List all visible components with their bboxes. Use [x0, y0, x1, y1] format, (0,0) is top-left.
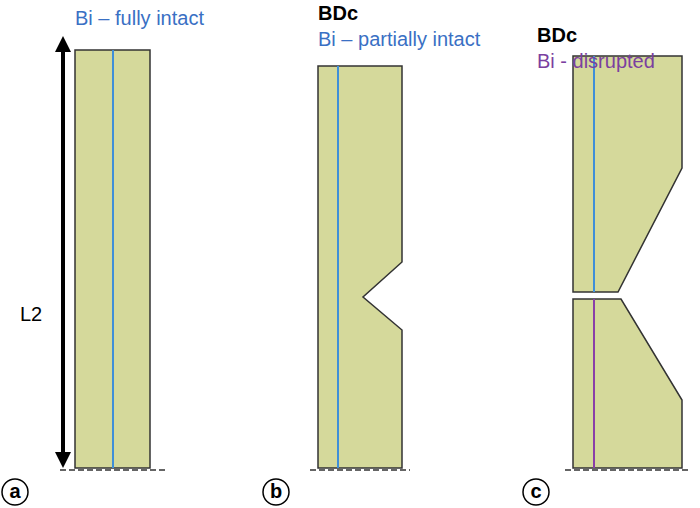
base-line	[565, 469, 690, 471]
bi-line	[112, 50, 114, 468]
group-label: BDc	[318, 2, 358, 24]
bi-line	[337, 66, 339, 468]
bi-line	[593, 56, 595, 292]
base-line	[60, 469, 165, 471]
base-line	[310, 469, 410, 471]
intact-bar	[75, 50, 150, 468]
notched-bar	[318, 66, 402, 468]
dimension-label: L2	[20, 303, 42, 325]
letter-circle	[523, 479, 549, 505]
length-arrow	[61, 44, 65, 460]
bar-caption: Bi – partially intact	[318, 28, 480, 50]
bar-caption: Bi – fully intact	[75, 7, 204, 29]
letter-circle	[263, 479, 289, 505]
group-label: BDc	[537, 24, 577, 46]
panel-letter: c	[523, 478, 549, 504]
panel-letter: a	[2, 478, 28, 504]
upper-fragment	[573, 56, 682, 292]
bi-line-disrupted	[593, 299, 595, 468]
lower-fragment	[573, 299, 682, 468]
panel-letter: b	[263, 478, 289, 504]
letter-circle	[2, 479, 28, 505]
bar-caption: Bi - disrupted	[537, 50, 655, 72]
